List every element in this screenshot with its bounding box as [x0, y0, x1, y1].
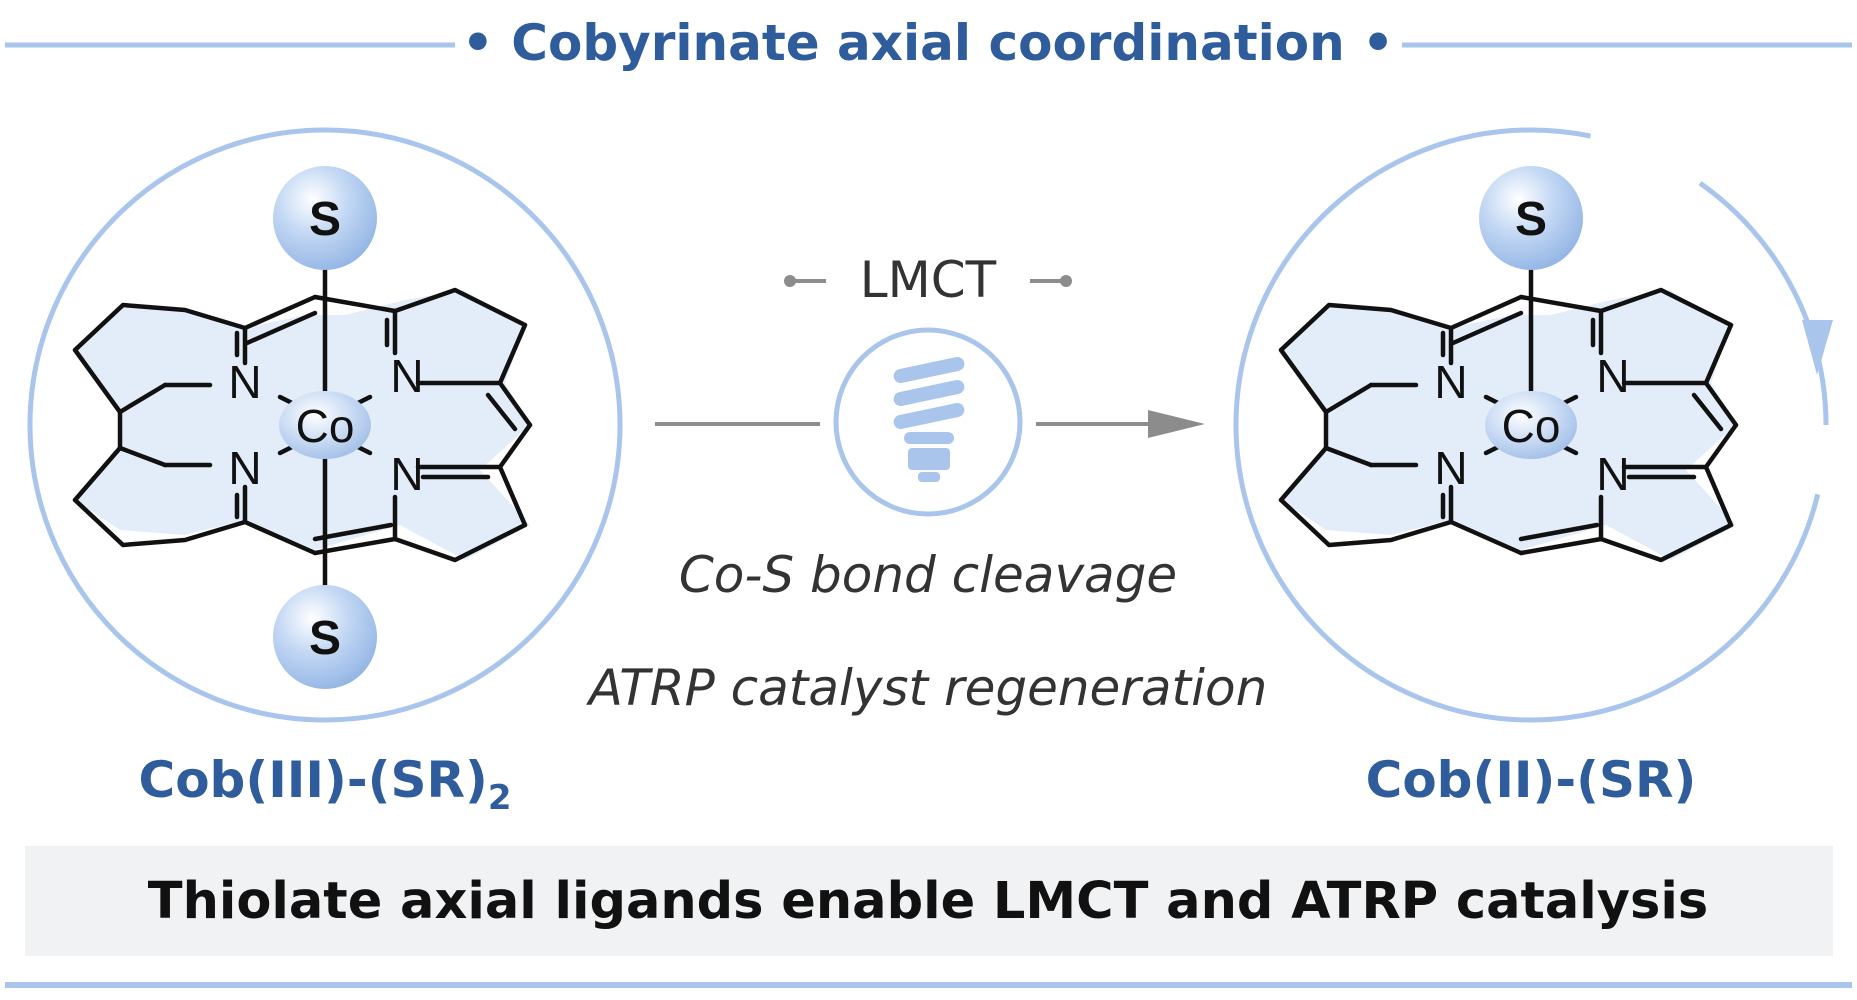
left-complex-name: Cob(III)-(SR)2 [139, 751, 512, 818]
nitrogen-label: N [1596, 350, 1629, 402]
arrow-head [1148, 410, 1205, 438]
sulfur-ball-bottom [273, 585, 377, 689]
left-complex: Co N N N N S S [27, 127, 623, 723]
nitrogen-label: N [1434, 356, 1467, 408]
lmct-label: LMCT [860, 251, 997, 309]
process-line-1: Co-S bond cleavage [679, 546, 1177, 604]
sulfur-ball-top [1479, 166, 1583, 270]
page-title: • Cobyrinate axial coordination • [462, 14, 1394, 72]
right-complex-ring [1233, 127, 1829, 723]
caption-box [25, 846, 1833, 956]
sulfur-ball-top [273, 166, 377, 270]
sulfur-label-bottom: S [309, 612, 341, 665]
lmct-dot-right [1060, 275, 1072, 287]
nitrogen-label: N [228, 356, 261, 408]
center-process: LMCT Co-S bond cleavage ATRP catalyst re… [586, 251, 1268, 717]
cycle-arrowhead [1802, 320, 1833, 375]
process-line-2: ATRP catalyst regeneration [586, 659, 1268, 717]
sulfur-label-top: S [1515, 193, 1547, 246]
cobalt-atom [279, 391, 371, 459]
lmct-dot-left [784, 275, 796, 287]
cobalt-label: Co [1502, 400, 1561, 452]
right-complex-name: Cob(II)-(SR) [1366, 751, 1697, 809]
cobalt-label: Co [296, 400, 355, 452]
caption-text: Thiolate axial ligands enable LMCT and A… [148, 872, 1708, 931]
nitrogen-label: N [228, 442, 261, 494]
sulfur-label-top: S [309, 193, 341, 246]
right-complex: Co N N N N S [1233, 127, 1833, 723]
nitrogen-label: N [390, 350, 423, 402]
nitrogen-label: N [1434, 442, 1467, 494]
nitrogen-label: N [1596, 448, 1629, 500]
lightbulb-icon [893, 356, 965, 482]
nitrogen-label: N [390, 448, 423, 500]
cobalt-atom [1485, 391, 1577, 459]
